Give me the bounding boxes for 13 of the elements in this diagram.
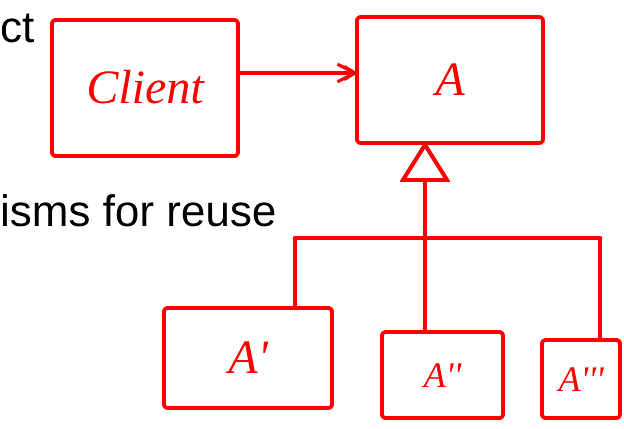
class-box [162, 306, 334, 410]
class-box [380, 330, 505, 420]
slide-text: isms for reuse [0, 190, 276, 234]
class-name: A' [228, 334, 268, 382]
class-box [355, 15, 545, 145]
inheritance-connector [401, 143, 602, 340]
class-name: Client [86, 64, 204, 112]
class-name: A [435, 56, 465, 104]
class-name: A''' [558, 361, 604, 397]
slide-text: ct [0, 6, 34, 50]
class-name: A'' [424, 357, 462, 393]
class-box [50, 18, 240, 158]
class-box [540, 338, 622, 420]
